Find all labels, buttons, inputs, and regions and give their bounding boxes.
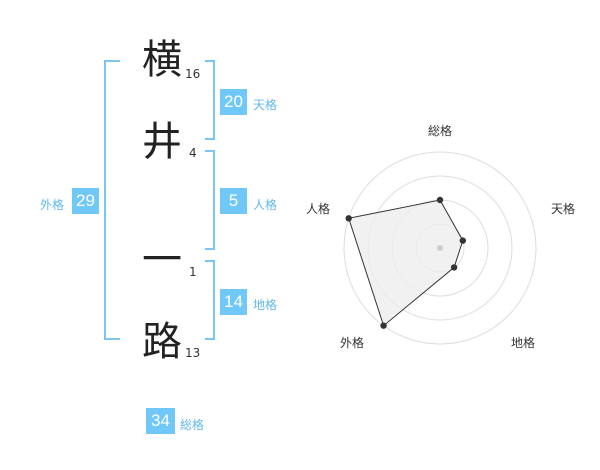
jinkaku-label: 人格 bbox=[253, 198, 278, 212]
stroke-count-4: 13 bbox=[185, 346, 201, 360]
name-char-2: 井 bbox=[142, 119, 182, 165]
name-char-4: 路 bbox=[142, 319, 182, 365]
radar-chart: 総格 天格 地格 外格 人格 bbox=[306, 123, 575, 350]
soukaku-value: 34 bbox=[146, 408, 175, 434]
stroke-count-2: 4 bbox=[189, 146, 197, 160]
radar-center bbox=[437, 245, 443, 251]
soukaku-label: 総格 bbox=[180, 418, 205, 432]
radar-polygon bbox=[348, 199, 464, 327]
radar-point bbox=[450, 264, 458, 271]
radar-ring bbox=[343, 151, 537, 345]
gaikaku-label: 外格 bbox=[40, 198, 65, 212]
stroke-count-3: 1 bbox=[189, 265, 197, 279]
radar-point bbox=[436, 196, 444, 204]
axis-label-chikaku: 地格 bbox=[511, 335, 535, 350]
jinkaku-value: 5 bbox=[220, 188, 247, 214]
gaikaku-value: 29 bbox=[72, 188, 99, 214]
chikaku-label: 地格 bbox=[253, 298, 278, 312]
axis-label-gaikaku: 外格 bbox=[340, 335, 364, 350]
axis-label-jinkaku: 人格 bbox=[306, 201, 330, 216]
axis-label-soukaku: 総格 bbox=[428, 123, 452, 138]
name-char-1: 横 bbox=[142, 37, 182, 83]
chikaku-value: 14 bbox=[220, 289, 247, 315]
radar-point bbox=[345, 215, 352, 222]
stroke-count-1: 16 bbox=[185, 67, 201, 81]
radar-point bbox=[459, 237, 467, 244]
name-char-3: 一 bbox=[142, 237, 182, 283]
axis-label-tenkaku: 天格 bbox=[551, 201, 575, 216]
tenkaku-value: 20 bbox=[220, 89, 247, 115]
radar-point bbox=[380, 322, 387, 329]
tenkaku-label: 天格 bbox=[253, 98, 278, 112]
